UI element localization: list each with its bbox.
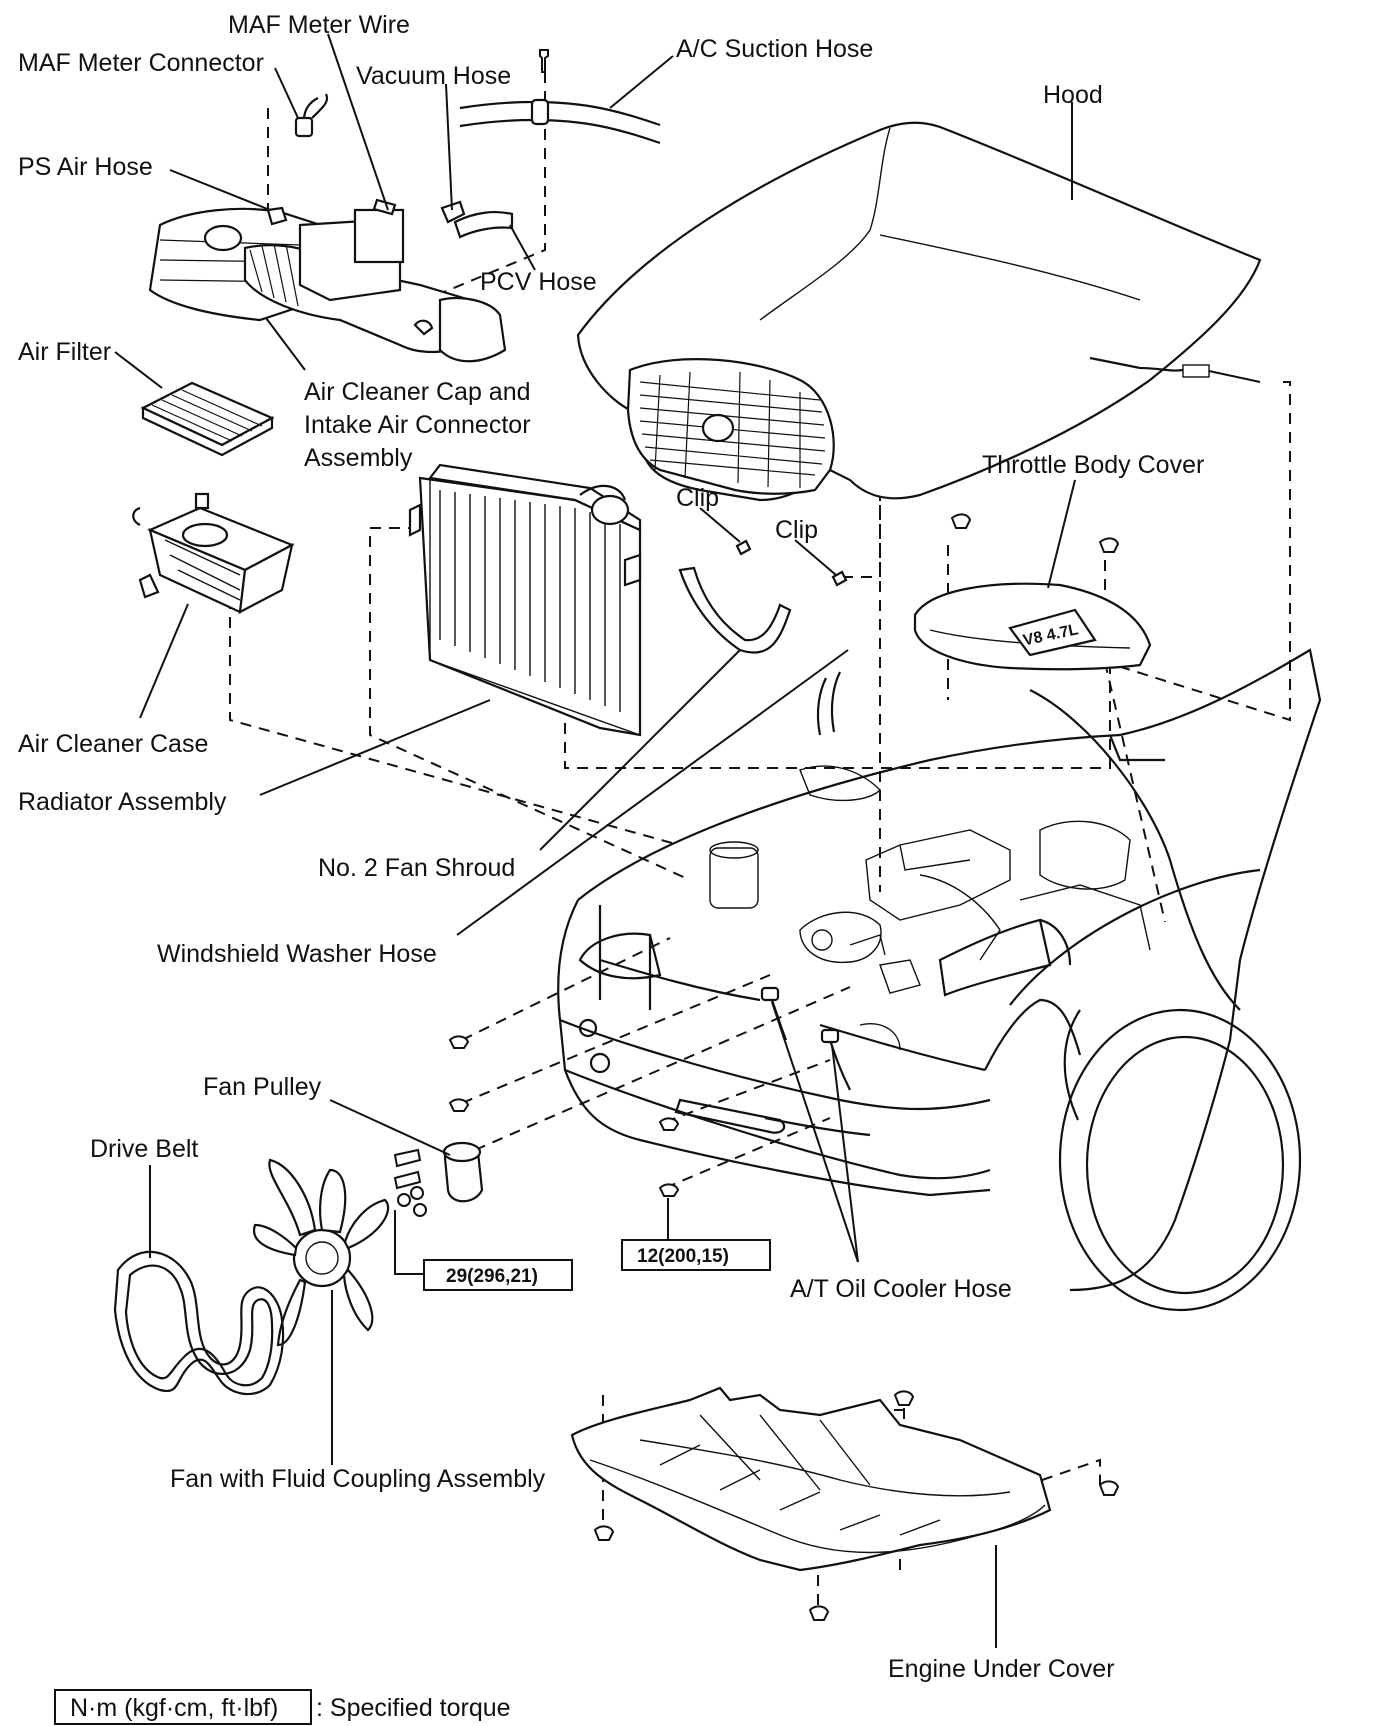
- label-drive-belt: Drive Belt: [90, 1135, 198, 1163]
- torque-value-fan: 29(296,21): [446, 1266, 538, 1287]
- part-labels: MAF Meter Wire MAF Meter Connector Vacuu…: [18, 11, 1204, 1683]
- label-maf-meter-connector: MAF Meter Connector: [18, 49, 264, 77]
- label-air-cleaner-cap-3: Assembly: [304, 444, 413, 472]
- drive-belt: [113, 1250, 285, 1396]
- label-engine-under-cover: Engine Under Cover: [888, 1655, 1115, 1683]
- label-clip-2: Clip: [775, 516, 818, 544]
- label-windshield-washer-hose: Windshield Washer Hose: [157, 940, 437, 968]
- legend-units: N·m (kgf·cm, ft·lbf): [70, 1694, 278, 1722]
- label-maf-meter-wire: MAF Meter Wire: [228, 11, 410, 39]
- label-air-cleaner-case: Air Cleaner Case: [18, 730, 208, 758]
- vehicle-front-body: [557, 648, 1322, 1312]
- radiator-assembly: [408, 463, 642, 737]
- engine-under-cover: [570, 1386, 1120, 1621]
- torque-legend: N·m (kgf·cm, ft·lbf) : Specified torque: [54, 1689, 511, 1725]
- ac-suction-hose: [459, 49, 661, 145]
- label-fan-pulley: Fan Pulley: [203, 1073, 322, 1101]
- throttle-body-cover: V8 4.7L: [913, 513, 1152, 671]
- air-cleaner-cap-intake-assembly: [148, 206, 507, 363]
- torque-spec-fan: 29(296,21): [423, 1259, 573, 1291]
- label-air-cleaner-cap-2: Intake Air Connector: [304, 411, 531, 439]
- label-air-filter: Air Filter: [18, 338, 111, 366]
- air-filter: [140, 381, 275, 457]
- label-clip-1: Clip: [676, 484, 719, 512]
- label-ac-suction-hose: A/C Suction Hose: [676, 35, 873, 63]
- fan-with-fluid-coupling: [252, 1158, 390, 1347]
- label-ps-air-hose: PS Air Hose: [18, 153, 153, 181]
- front-bolts: [448, 1035, 680, 1197]
- maf-meter-connector: [294, 93, 329, 138]
- leader-lines: [114, 33, 1076, 1648]
- hood: [576, 121, 1262, 502]
- label-vacuum-hose: Vacuum Hose: [356, 62, 511, 90]
- torque-spec-under-cover: 12(200,15): [621, 1239, 771, 1271]
- label-at-oil-cooler-hose: A/T Oil Cooler Hose: [790, 1275, 1012, 1303]
- small-hoses: [372, 198, 514, 239]
- air-cleaner-case: [132, 492, 295, 614]
- label-radiator-assembly: Radiator Assembly: [18, 788, 227, 816]
- label-pcv-hose: PCV Hose: [480, 268, 597, 296]
- at-oil-cooler-hoses: [760, 986, 851, 1091]
- label-hood: Hood: [1043, 81, 1103, 109]
- label-fan-with-fluid-coupling: Fan with Fluid Coupling Assembly: [170, 1465, 546, 1493]
- label-no2-fan-shroud: No. 2 Fan Shroud: [318, 854, 515, 882]
- label-throttle-body-cover: Throttle Body Cover: [982, 451, 1204, 479]
- torque-value-under-cover: 12(200,15): [637, 1246, 729, 1267]
- fan-shroud-and-clips: [678, 539, 848, 736]
- fan-pulley: [393, 1141, 484, 1217]
- legend-meaning: : Specified torque: [316, 1694, 511, 1722]
- label-air-cleaner-cap-1: Air Cleaner Cap and: [304, 378, 531, 406]
